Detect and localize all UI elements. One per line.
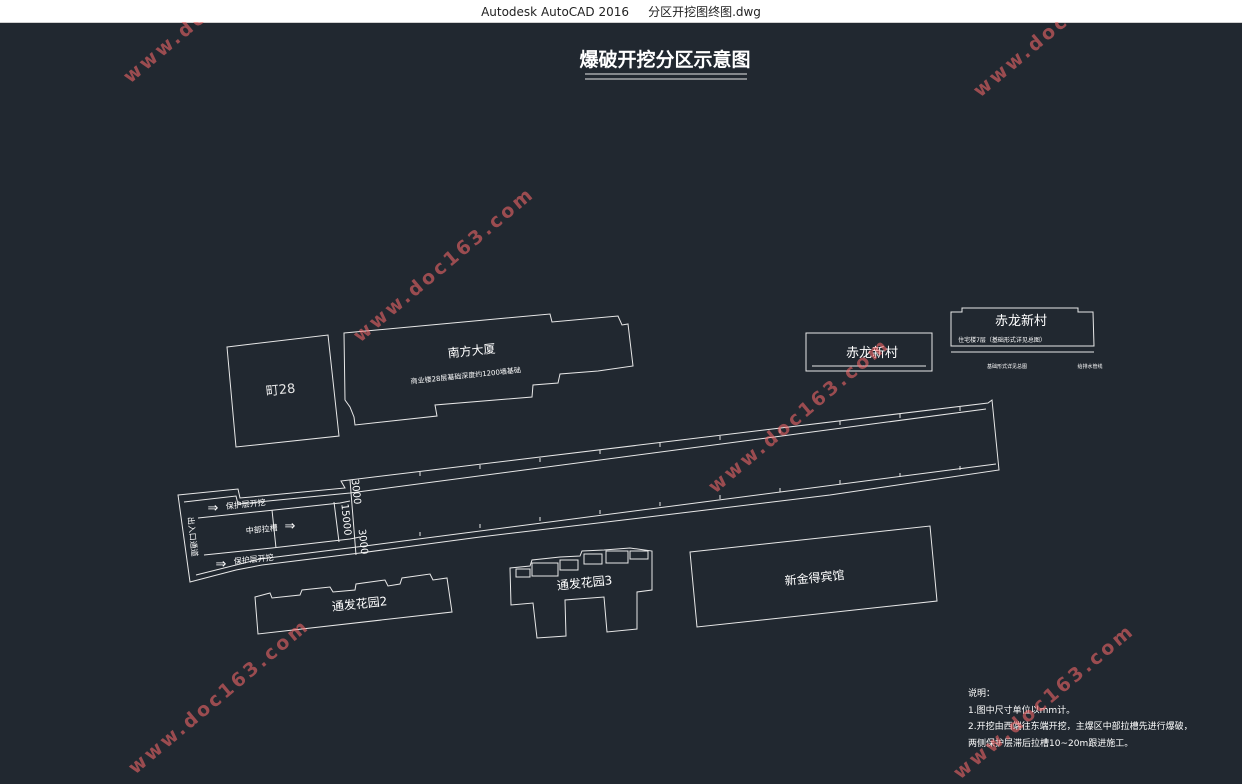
lower-arrow: ⇒ (216, 557, 227, 572)
notes-line-2: 2.开挖由西端往东端开挖，主爆区中部拉槽先进行爆破， (968, 720, 1193, 732)
xinjinde-label: 新金得宾馆 (784, 567, 845, 588)
middle-arrow: ⇒ (285, 519, 296, 534)
zone-divider-vertical (271, 509, 277, 549)
chilong-building-1[interactable] (805, 332, 933, 372)
zone-divider-lower (203, 536, 361, 556)
chilong-1-label: 赤龙新村 (846, 345, 898, 361)
excavation-inner-bottom (195, 463, 997, 576)
nanfang-label: 南方大厦 (447, 341, 496, 361)
watermark-3: www.doc163.com (349, 182, 539, 346)
upper-arrow: ⇒ (208, 501, 219, 516)
app-title: Autodesk AutoCAD 2016 (481, 5, 629, 19)
file-name: 分区开挖图终图.dwg (648, 5, 761, 19)
zone-divider-upper (197, 500, 351, 519)
tongfa-garden-2[interactable] (254, 573, 453, 635)
chilong-note: 住宅楼7层（基础形式详见总图） (958, 336, 1046, 344)
excavation-outline[interactable] (177, 399, 1000, 583)
watermark-5: www.doc163.com (124, 614, 314, 778)
tongfa-3-label: 通发花园3 (556, 572, 613, 593)
excavation-inner-top (183, 408, 987, 505)
dimension-15000: 15000 (338, 503, 352, 536)
watermark-2: www.doc163.com (969, 22, 1159, 102)
xinjinde-hotel[interactable] (689, 525, 938, 628)
drawing-title: 爆破开挖分区示意图 (579, 48, 750, 71)
chilong-note-right: 给排水管线 (1077, 363, 1102, 370)
tongfa-3-windows (515, 550, 649, 578)
building-28[interactable] (226, 334, 340, 448)
building-28-label: 町28 (265, 382, 296, 400)
nanfang-building[interactable] (343, 313, 634, 426)
entrance-label: 出入口通道 (186, 516, 200, 557)
tongfa-2-label: 通发花园2 (331, 593, 388, 614)
chilong-building-2[interactable] (950, 307, 1095, 347)
dimension-3000-bottom: 3000 (356, 529, 370, 555)
chilong-note-left: 基础形式详见总图 (987, 363, 1027, 370)
tongfa-garden-3[interactable] (509, 547, 653, 639)
zone-end-vertical (333, 501, 340, 543)
notes-heading: 说明： (968, 687, 995, 699)
middle-zone-label: 中部拉槽 (245, 522, 278, 535)
title-bar: Autodesk AutoCAD 2016 分区开挖图终图.dwg (0, 0, 1242, 23)
lower-zone-label: 保护层开挖 (233, 552, 274, 566)
notes-line-1: 1.图中尺寸单位以mm计。 (968, 704, 1075, 716)
strip-ticks (419, 407, 961, 536)
nanfang-note: 商业楼28层基础深度约1200墙基础 (410, 365, 521, 386)
watermark-4: www.doc163.com (704, 333, 894, 497)
watermark-6: www.doc163.com (949, 619, 1139, 780)
dimension-line (349, 479, 357, 556)
notes-line-3: 两侧保护层滞后拉槽10~20m跟进施工。 (968, 737, 1133, 749)
chilong-2-label: 赤龙新村 (995, 313, 1047, 329)
dimension-3000-top: 3000 (349, 479, 363, 505)
upper-zone-label: 保护层开挖 (225, 497, 266, 511)
watermark-1: www.doc163.com (119, 22, 309, 88)
window-title: Autodesk AutoCAD 2016 分区开挖图终图.dwg (0, 3, 1242, 20)
